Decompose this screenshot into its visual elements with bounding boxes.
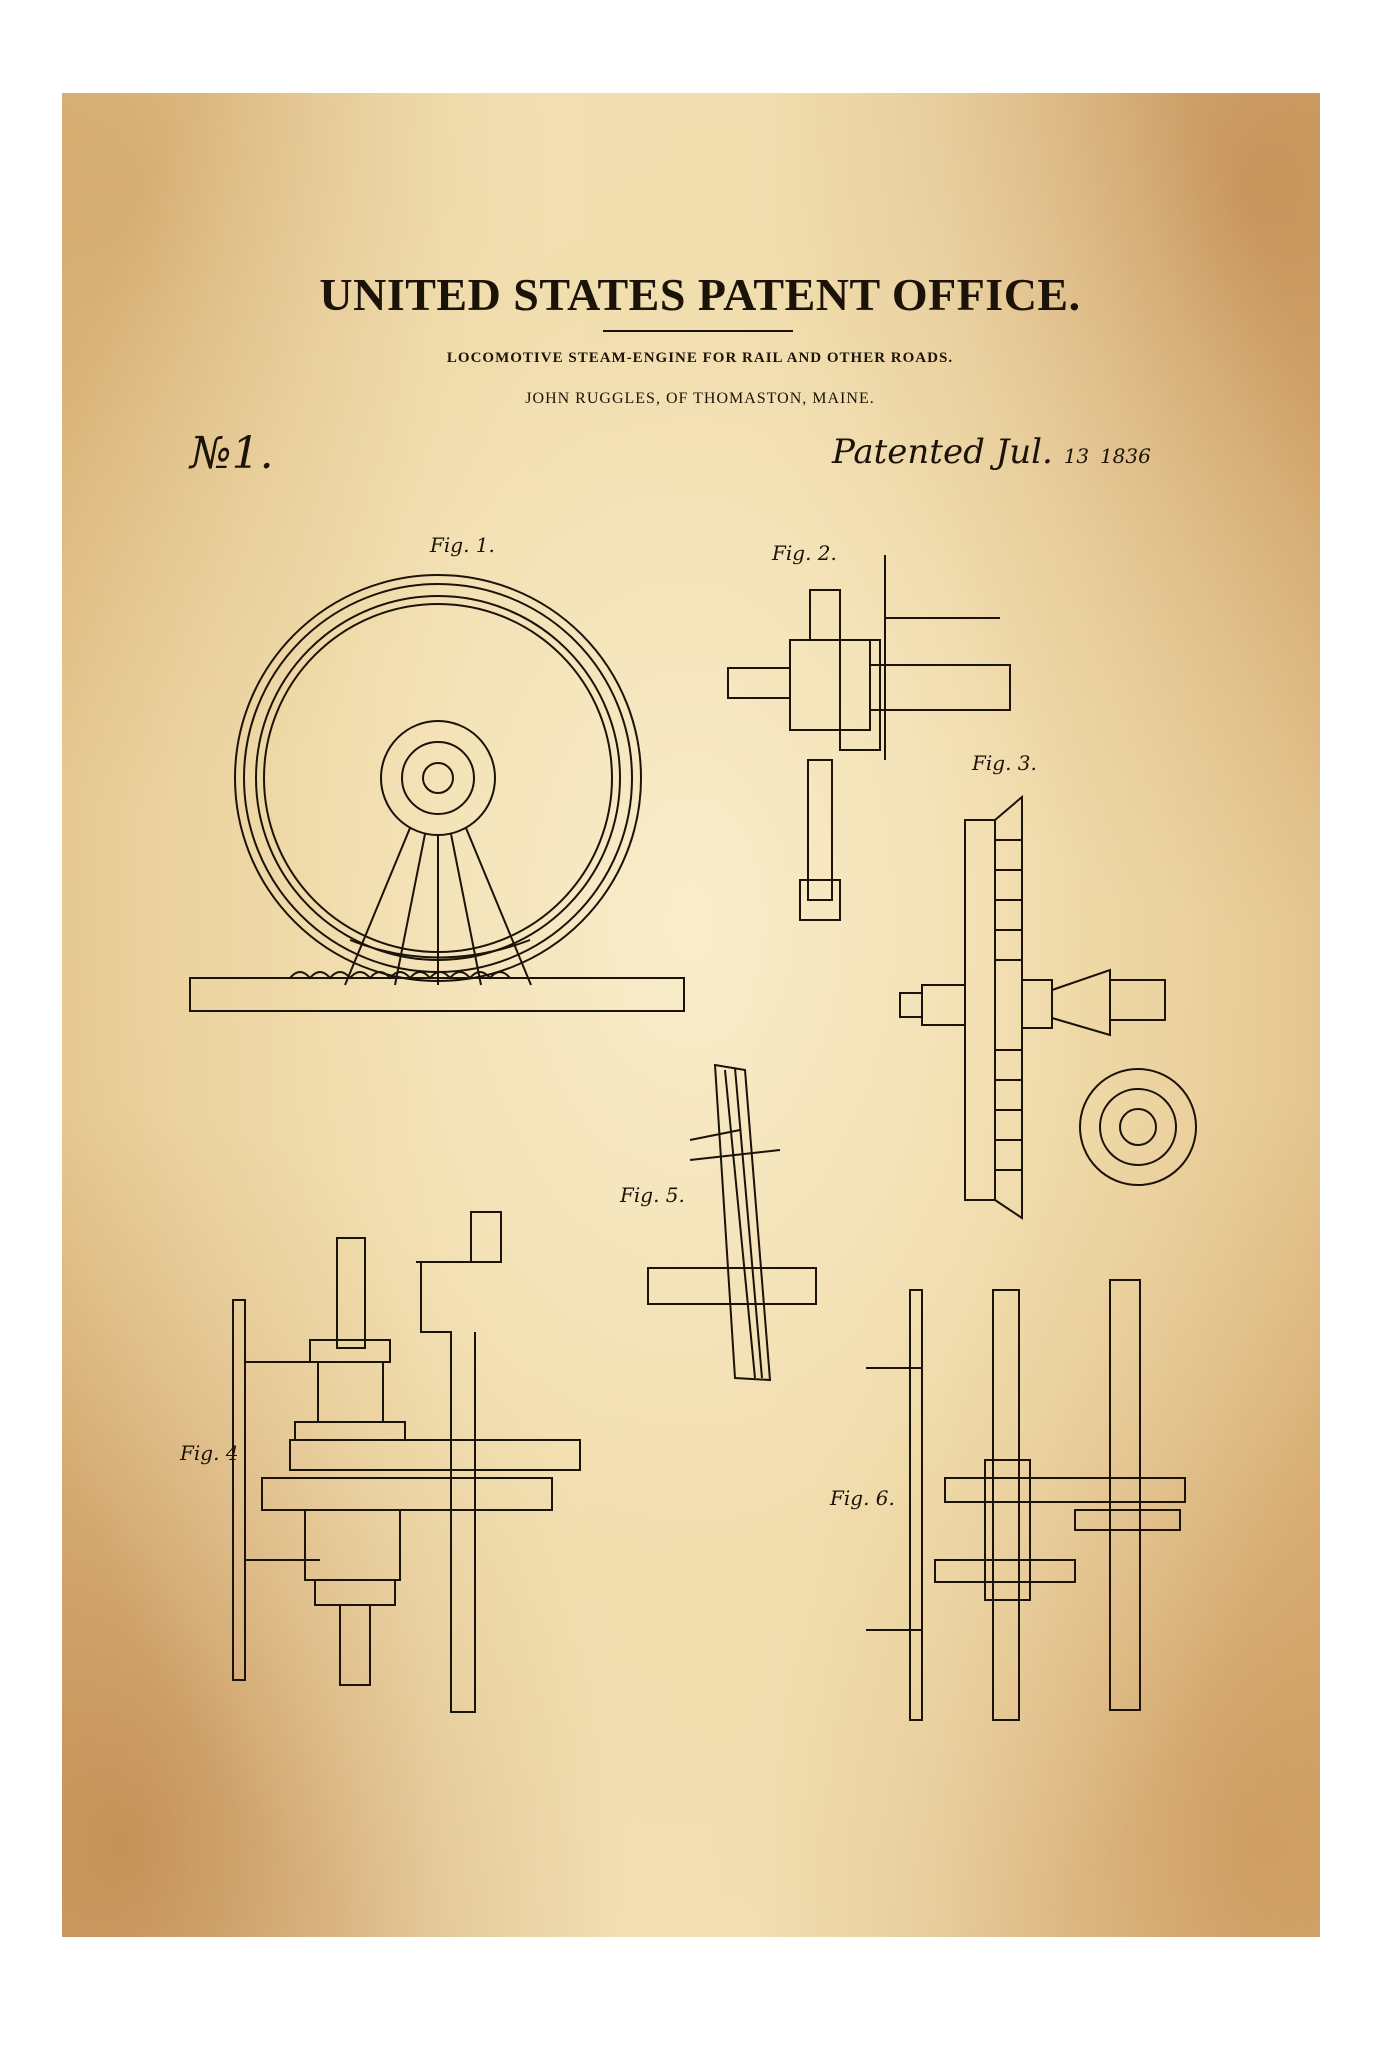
figure-4-gear-train: Fig. 4 [179, 1212, 580, 1712]
figure-3-gear-wheel: Fig. 3. [900, 751, 1196, 1218]
fig-5-label: Fig. 5. [619, 1183, 685, 1207]
figure-5-section: Fig. 5. [619, 1065, 816, 1380]
fig-1-label: Fig. 1. [429, 533, 495, 557]
fig-3-label: Fig. 3. [971, 751, 1037, 775]
figure-1-wheel: Fig. 1. [190, 533, 684, 1011]
figure-6-gear-train: Fig. 6. [829, 1280, 1185, 1720]
fig-4-label: Fig. 4 [179, 1441, 239, 1465]
fig-2-label: Fig. 2. [771, 541, 837, 565]
figure-2-axle-detail: Fig. 2. [728, 541, 1010, 920]
fig-6-label: Fig. 6. [829, 1486, 895, 1510]
